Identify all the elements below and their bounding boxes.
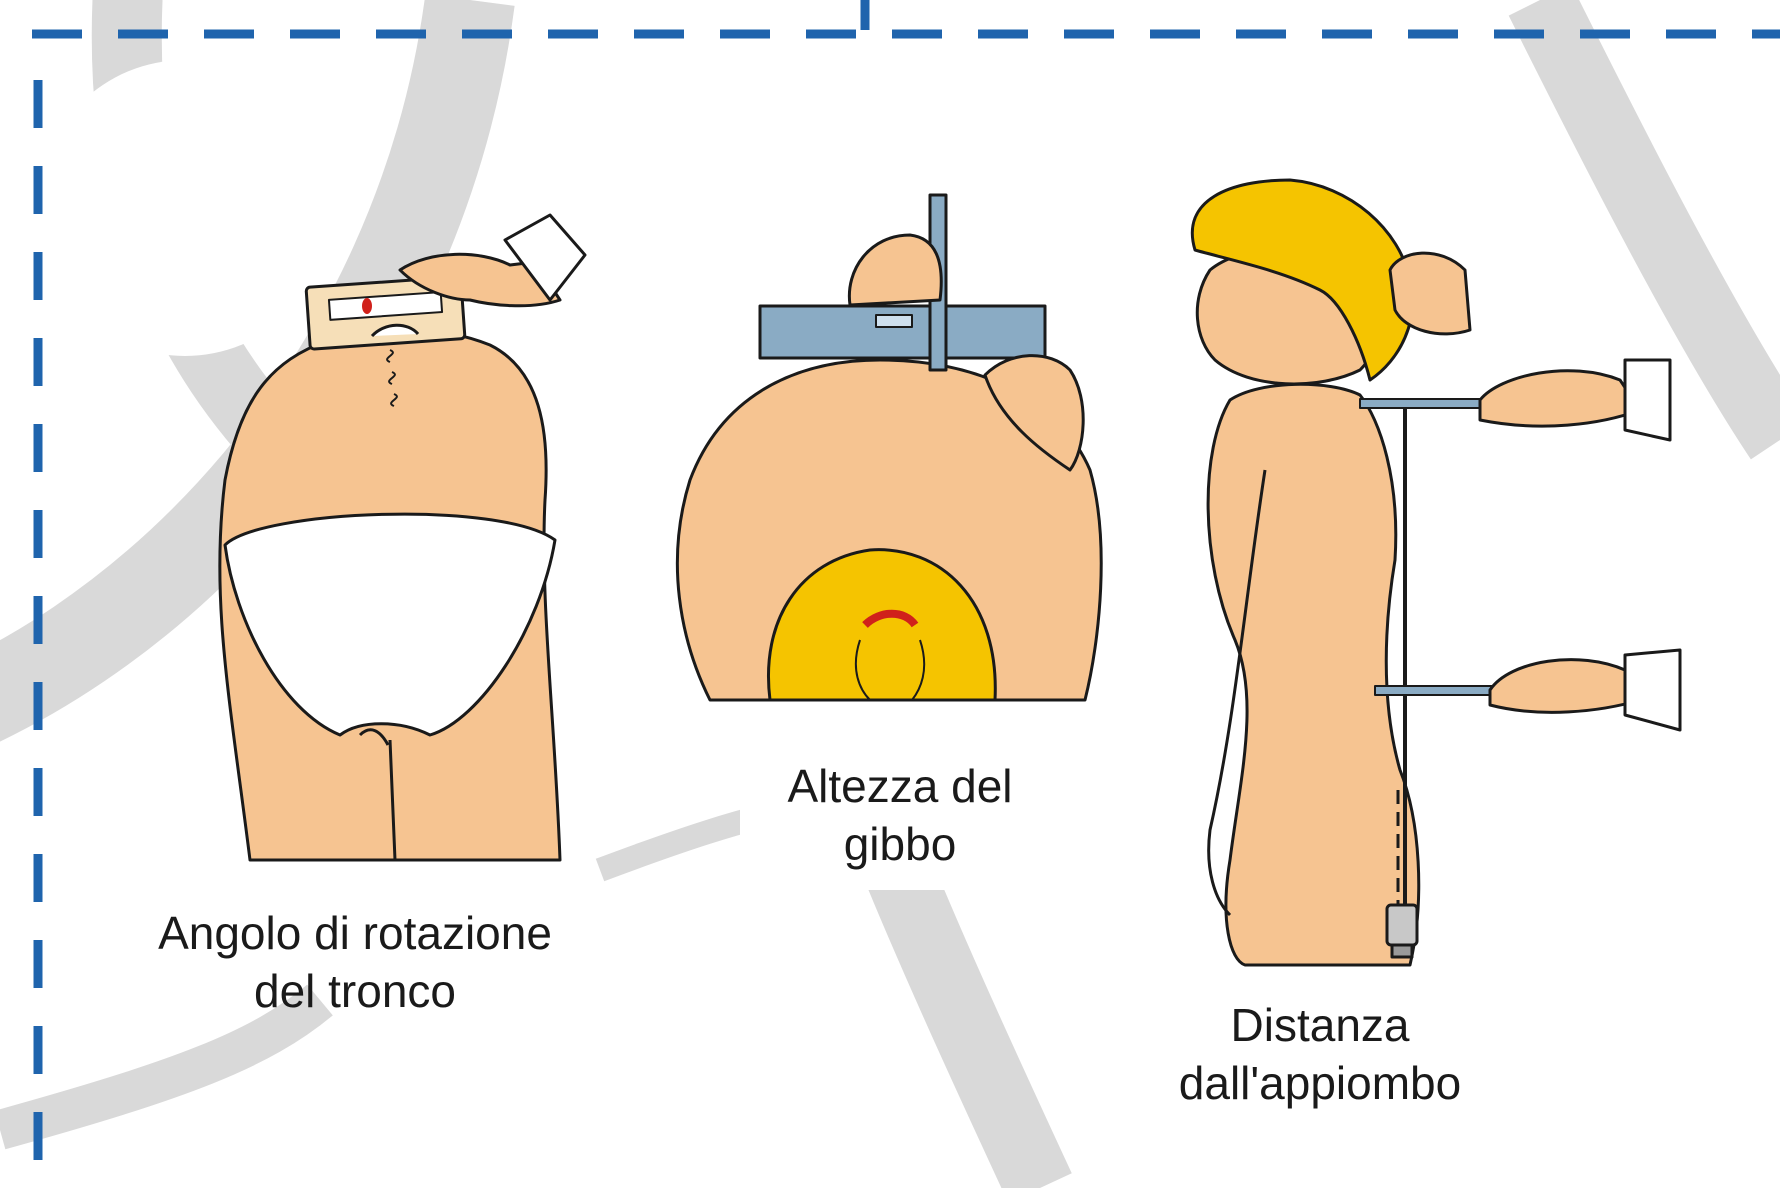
hand bbox=[849, 235, 941, 305]
caption-line: dall'appiombo bbox=[1100, 1054, 1540, 1112]
caption-line: gibbo bbox=[730, 815, 1070, 873]
caption-line: Altezza del bbox=[730, 757, 1070, 815]
caption-plumb-distance-text: Distanza dall'appiombo bbox=[1100, 996, 1540, 1112]
sleeve bbox=[1625, 650, 1680, 730]
caption-hump-height-text: Altezza del gibbo bbox=[730, 757, 1070, 873]
hand bbox=[1480, 371, 1640, 426]
figure-hump-height bbox=[677, 195, 1101, 700]
caption-line: Distanza bbox=[1100, 996, 1540, 1054]
sleeve bbox=[1625, 360, 1670, 440]
background-circle bbox=[37, 60, 333, 356]
plumb-line-icon bbox=[1387, 905, 1417, 957]
caption-line: del tronco bbox=[60, 962, 650, 1020]
caption-line: Angolo di rotazione bbox=[60, 904, 650, 962]
body-side bbox=[1208, 384, 1419, 965]
hand bbox=[1490, 660, 1640, 713]
caption-trunk-rotation-text: Angolo di rotazione del tronco bbox=[60, 904, 650, 1020]
figure-plumb-distance bbox=[1192, 180, 1680, 965]
